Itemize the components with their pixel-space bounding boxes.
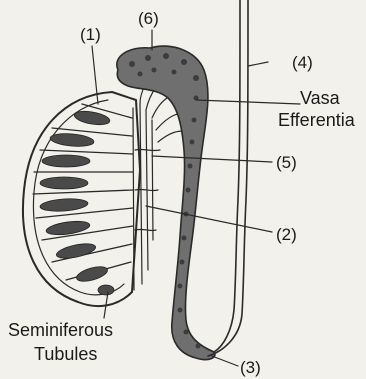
label-1: (1) xyxy=(80,25,101,44)
label-3: (3) xyxy=(240,358,261,377)
label-4: (4) xyxy=(292,53,313,72)
label-tubules: Tubules xyxy=(34,344,97,364)
label-efferentia: Efferentia xyxy=(278,110,356,130)
label-2: (2) xyxy=(276,225,297,244)
vas-deferens-inner xyxy=(208,0,248,356)
vas-deferens xyxy=(214,0,240,352)
label-vasa: Vasa xyxy=(300,88,341,108)
epididymis xyxy=(117,46,215,360)
label-5: (5) xyxy=(276,153,297,172)
label-6: (6) xyxy=(138,9,159,28)
label-seminiferous: Seminiferous xyxy=(8,320,113,340)
seminiferous-tubules xyxy=(40,109,114,295)
testis-inner-capsule xyxy=(33,100,124,295)
